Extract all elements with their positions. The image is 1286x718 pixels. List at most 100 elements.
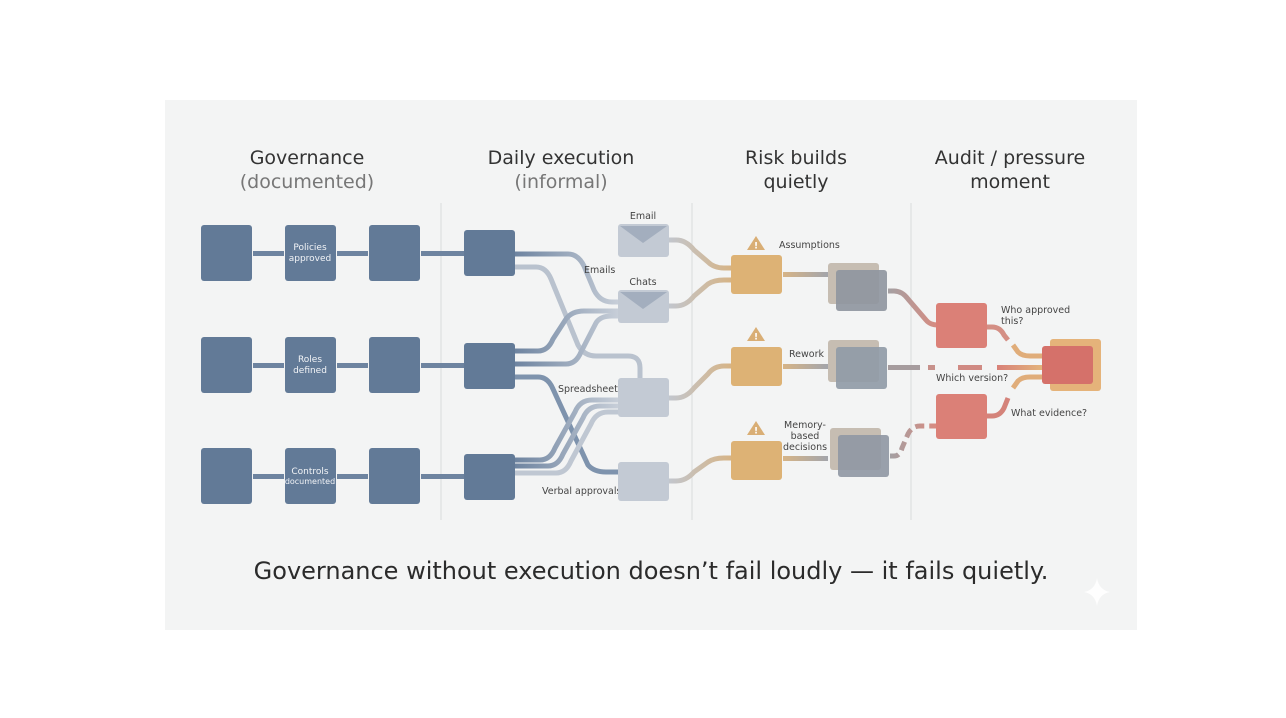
governance-label: Controls (291, 467, 329, 477)
warning-icon (747, 421, 765, 435)
column-title-audit: Audit / pressure (935, 147, 1085, 169)
execution-source-box (464, 454, 515, 500)
channel-verbal: Verbal approvals (542, 462, 669, 501)
flow-label-emails: Emails (584, 265, 615, 276)
sparkle-icon (1084, 578, 1110, 606)
connector (421, 363, 464, 368)
risk-label: Rework (789, 349, 825, 360)
tagline: Governance without execution doesn’t fai… (254, 557, 1049, 585)
risk-item-assumptions: ! Assumptions (731, 236, 887, 311)
flow-line (515, 251, 618, 305)
stacked-doc-front (836, 270, 887, 311)
governance-box (369, 448, 420, 504)
channel-box (618, 378, 669, 417)
audit-question: Who approved (1001, 305, 1070, 316)
audit-box-approval (936, 303, 987, 348)
warning-glyph: ! (754, 427, 758, 437)
envelope-flap (620, 292, 667, 309)
audit-question: Which version? (936, 373, 1008, 384)
governance-row: Roles defined (201, 337, 464, 393)
governance-box-policies (285, 225, 336, 281)
connector (253, 363, 284, 368)
dash (888, 365, 920, 370)
risk-label: decisions (783, 442, 827, 453)
risk-box (731, 255, 782, 294)
column-subtitle-execution: (informal) (514, 171, 607, 193)
column-title-governance: Governance (250, 147, 365, 169)
governance-label: approved (289, 254, 332, 264)
connector (253, 474, 284, 479)
channel-label: Email (630, 211, 656, 222)
risk-item-rework: ! Rework (731, 327, 887, 389)
channel-box (618, 462, 669, 501)
channel-label: Spreadsheets (558, 384, 623, 395)
connector (783, 364, 828, 369)
channel-label: Chats (629, 277, 656, 288)
governance-box-controls (285, 448, 336, 504)
column-title-execution: Daily execution (488, 147, 635, 169)
governance-box (369, 225, 420, 281)
which-version-dashed-line (888, 365, 1042, 370)
dash (997, 365, 1042, 370)
governance-label: defined (293, 366, 327, 376)
governance-box (201, 448, 252, 504)
governance-label: Roles (298, 355, 322, 365)
governance-box (201, 337, 252, 393)
risk-label: based (791, 431, 820, 442)
risk-item-memory: ! Memory- based decisions (731, 420, 889, 480)
column-subtitle-risk: quietly (763, 171, 828, 193)
flow-line (515, 409, 618, 476)
stacked-doc-front (838, 435, 889, 477)
connector (421, 474, 464, 479)
convergence-flows (987, 324, 1042, 419)
warning-glyph: ! (754, 242, 758, 252)
flow-line (1010, 343, 1042, 359)
connector (421, 251, 464, 256)
flow-line (669, 237, 731, 271)
audit-target-inner (1042, 346, 1093, 384)
governance-label: documented (285, 477, 335, 486)
flow-line (987, 324, 1010, 342)
connector (337, 474, 368, 479)
connector (783, 272, 828, 277)
risk-label: Assumptions (779, 240, 840, 251)
governance-box-roles (285, 337, 336, 393)
risk-box (731, 347, 782, 386)
column-subtitle-governance: (documented) (240, 171, 374, 193)
warning-icon (747, 236, 765, 250)
execution-source-box (464, 230, 515, 276)
connector (337, 251, 368, 256)
flow-line (1010, 374, 1042, 390)
execution-flows (515, 237, 643, 484)
channel-spreadsheets: Spreadsheets (558, 378, 669, 417)
flow-line (890, 423, 936, 459)
flow-line (669, 455, 731, 484)
flow-line (515, 264, 643, 378)
governance-box (201, 225, 252, 281)
dash (958, 365, 982, 370)
flow-line (515, 308, 618, 354)
column-title-risk: Risk builds (745, 147, 847, 169)
flow-line (515, 397, 618, 463)
audit-inflows (888, 288, 939, 459)
flow-line (987, 397, 1011, 419)
governance-label: Policies (293, 243, 327, 253)
connector (783, 456, 828, 461)
flow-line (669, 277, 731, 309)
column-subtitle-audit: moment (970, 171, 1050, 193)
warning-glyph: ! (754, 333, 758, 343)
governance-row: Policies approved (201, 225, 464, 281)
audit-box-evidence (936, 394, 987, 439)
governance-box (369, 337, 420, 393)
audit-question: this? (1001, 316, 1023, 327)
flow-line (669, 363, 731, 401)
envelope-flap (620, 226, 667, 243)
flow-line (515, 403, 618, 469)
flow-line (515, 374, 618, 475)
flow-line (515, 313, 618, 367)
governance-row: Controls documented (201, 448, 464, 504)
dash (928, 365, 935, 370)
channel-chats: Chats (618, 277, 669, 323)
risk-inflows (669, 237, 731, 484)
